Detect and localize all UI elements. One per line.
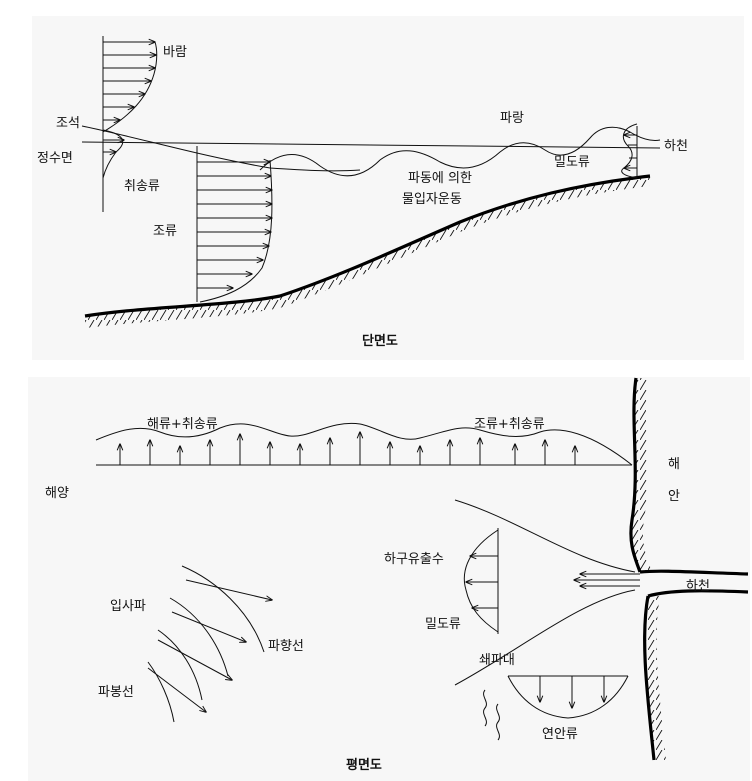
label-waves: 파랑 — [500, 111, 524, 126]
river-bank-lower — [647, 589, 749, 598]
offshore-current-band — [95, 422, 633, 466]
label-orbital-2: 물입자운동 — [402, 192, 462, 207]
wind-profile — [102, 36, 158, 212]
coastline-lower — [643, 595, 656, 761]
label-longshore: 연안류 — [542, 727, 578, 742]
label-surf-zone: 쇄파대 — [479, 653, 515, 668]
wind-arrows — [103, 42, 156, 120]
label-coast-2: 안 — [668, 489, 680, 504]
label-wind-drift: 취송류 — [124, 179, 160, 194]
seabed-line — [84, 174, 651, 318]
estuary-plume — [454, 499, 636, 686]
label-density-section: 밀도류 — [554, 155, 590, 170]
coast-hatch-upper — [630, 378, 652, 572]
label-wave-ray: 파향선 — [268, 639, 304, 654]
section-view: 바람 조석 정수면 취송류 조류 파랑 하천 밀도류 파동에 의한 물입자운동 … — [37, 36, 688, 349]
river-inflow-arrows — [574, 574, 640, 586]
seabed-hatch — [85, 176, 650, 328]
label-river-plan: 하천 — [686, 579, 710, 594]
label-coast-1: 해 — [668, 457, 680, 472]
label-incident-wave: 입사파 — [110, 599, 146, 614]
label-tidal-current: 조류 — [153, 224, 177, 239]
label-still-water: 정수면 — [37, 151, 73, 166]
coast-hatch-lower — [644, 596, 666, 760]
label-tide: 조석 — [56, 116, 80, 131]
label-estuary-outflow: 하구유출수 — [384, 552, 444, 567]
still-water-line — [81, 141, 661, 149]
wave-surface — [259, 126, 661, 177]
river-bank-upper — [639, 569, 749, 576]
label-river-section: 하천 — [664, 139, 688, 154]
label-density-plan: 밀도류 — [425, 617, 461, 632]
caption-section: 단면도 — [362, 333, 398, 349]
label-wind: 바람 — [163, 45, 187, 60]
river-outflow-profile — [621, 123, 638, 179]
label-wave-crest: 파봉선 — [98, 685, 134, 700]
plan-view: 해류+취송류 조류+취송류 해양 해 안 하구유출수 하천 밀도류 쇄파대 연안… — [45, 377, 749, 773]
label-ocean: 해양 — [45, 486, 69, 501]
caption-plan: 평면도 — [346, 757, 382, 773]
label-orbital-1: 파동에 의한 — [408, 171, 472, 186]
label-ocean-wind: 해류+취송류 — [147, 417, 218, 432]
tidal-current-profile — [196, 146, 272, 303]
label-tidal-wind: 조류+취송류 — [474, 417, 545, 432]
coastline-upper — [629, 377, 642, 573]
longshore-current — [483, 675, 629, 741]
wave-refraction-grid — [147, 565, 272, 723]
